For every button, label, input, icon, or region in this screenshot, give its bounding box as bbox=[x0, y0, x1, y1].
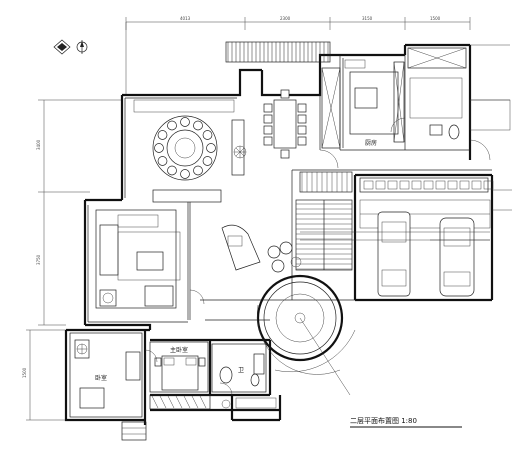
shelf-cell bbox=[375, 180, 386, 190]
master-bedroom: 主卧室 bbox=[149, 341, 211, 410]
dining-chair bbox=[297, 136, 307, 146]
shelf-cell bbox=[363, 180, 374, 190]
dining-chair bbox=[280, 89, 290, 99]
wardrobe-hatch bbox=[175, 395, 183, 409]
car-right-icon bbox=[439, 217, 475, 297]
bathroom-center: 卫 bbox=[211, 343, 277, 409]
dining-chair bbox=[157, 130, 168, 140]
dining-chair bbox=[263, 114, 273, 124]
dim-left-1: 3400 bbox=[36, 139, 41, 150]
dim-top-1: 4013 bbox=[180, 16, 191, 21]
sideboard bbox=[152, 189, 222, 203]
wardrobe-hatch bbox=[159, 395, 167, 409]
dining-chair bbox=[193, 165, 203, 176]
shelf-cell bbox=[459, 180, 470, 190]
side-stair-small bbox=[121, 421, 147, 441]
compass-diamond-icon bbox=[53, 39, 71, 55]
shelf-cell bbox=[471, 180, 482, 190]
garage bbox=[359, 199, 491, 297]
dining-chair bbox=[280, 149, 290, 159]
dining-chair bbox=[180, 117, 190, 127]
potted-plant-icon bbox=[233, 145, 247, 159]
left-dimension-chain: 3400 3750 1500 bbox=[22, 99, 122, 421]
dim-top-4: 1500 bbox=[430, 16, 441, 21]
living-room-furniture bbox=[95, 209, 181, 309]
dining-chair bbox=[206, 143, 216, 153]
upper-cabinet bbox=[133, 99, 235, 113]
dining-chair bbox=[157, 156, 168, 166]
dining-chair bbox=[263, 125, 273, 135]
dim-left-2: 3750 bbox=[36, 254, 41, 265]
shelf-cell bbox=[399, 180, 410, 190]
dining-chair bbox=[297, 125, 307, 135]
wardrobe-hatch bbox=[151, 395, 159, 409]
roof-stair-hatch bbox=[225, 41, 331, 63]
dim-left-3: 1500 bbox=[22, 367, 27, 378]
dining-chair bbox=[193, 120, 203, 131]
dining-chair bbox=[154, 143, 164, 153]
dim-top-2: 2300 bbox=[280, 16, 291, 21]
north-arrow-icon bbox=[76, 40, 88, 54]
grand-piano-icon bbox=[221, 224, 261, 271]
master-bedroom-label: 主卧室 bbox=[170, 346, 188, 354]
console-table bbox=[231, 119, 245, 176]
shelf-cell bbox=[435, 180, 446, 190]
shelf-cell bbox=[483, 180, 494, 190]
dining-chair bbox=[263, 136, 273, 146]
circular-bay bbox=[256, 274, 356, 396]
top-dimension-chain: 4013 2300 3150 1500 bbox=[125, 16, 471, 95]
bedroom-left: 卧室 bbox=[69, 332, 143, 418]
dining-chair bbox=[297, 114, 307, 124]
plant-icon bbox=[76, 343, 88, 355]
dim-top-3: 3150 bbox=[362, 16, 373, 21]
dining-chair bbox=[167, 165, 177, 176]
lounge-chairs bbox=[267, 241, 302, 273]
bedroom-label: 卧室 bbox=[95, 374, 107, 382]
dining-chair bbox=[180, 169, 190, 179]
wardrobe-hatch bbox=[183, 395, 191, 409]
kitchen-room: 厨房 bbox=[321, 59, 405, 149]
wardrobe-hatch bbox=[191, 395, 199, 409]
kitchen-label: 厨房 bbox=[365, 139, 377, 147]
dining-chair bbox=[202, 156, 213, 166]
shelf-cell bbox=[423, 180, 434, 190]
dining-chair bbox=[297, 103, 307, 113]
dining-chair bbox=[202, 130, 213, 140]
right-exterior-lines bbox=[300, 44, 512, 241]
shelf-cell bbox=[387, 180, 398, 190]
car-left-icon bbox=[377, 211, 411, 297]
shelf-cell bbox=[411, 180, 422, 190]
wardrobe-hatch bbox=[199, 395, 207, 409]
dining-chair bbox=[167, 120, 177, 131]
central-staircase bbox=[295, 199, 353, 271]
drawing-title-block: 二层平面布置图 1:80 bbox=[350, 416, 462, 428]
door-swings bbox=[144, 117, 491, 396]
shelf-cell bbox=[447, 180, 458, 190]
dining-chair bbox=[263, 103, 273, 113]
wardrobe-hatch bbox=[167, 395, 175, 409]
bath-label: 卫 bbox=[238, 367, 244, 374]
rect-dining-table bbox=[263, 89, 307, 159]
drawing-title: 二层平面布置图 1:80 bbox=[350, 416, 417, 425]
round-dining-table bbox=[152, 115, 218, 181]
stair-and-corridor bbox=[299, 171, 494, 193]
utility-room bbox=[407, 47, 511, 140]
